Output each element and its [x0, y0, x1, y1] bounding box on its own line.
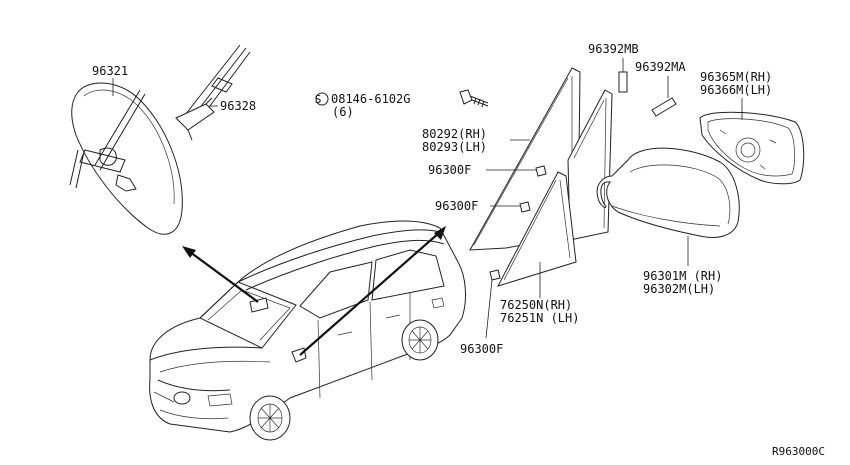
seal-b [618, 58, 628, 93]
inside-mirror [69, 82, 183, 235]
label-inside-mirror: 96321 [92, 64, 128, 78]
label-garnish-lh: 76251N (LH) [500, 311, 579, 325]
label-door-mirror-lh: 96302M(LH) [643, 282, 715, 296]
label-clip-1: 96300F [428, 163, 471, 177]
mirror-glass [699, 111, 805, 185]
clip-2 [490, 201, 531, 213]
label-bolt: 08146-6102G [331, 92, 410, 106]
label-clip-3: 96300F [460, 342, 503, 356]
label-seal-a: 96392MA [635, 60, 686, 74]
door-mirror [596, 147, 740, 238]
label-corner-cover-rh: 80292(RH) [422, 127, 487, 141]
label-clip-2: 96300F [435, 199, 478, 213]
label-door-mirror-rh: 96301M (RH) [643, 269, 722, 283]
vehicle-illustration [149, 220, 466, 441]
arrow-to-inside-mirror [182, 246, 259, 303]
bolt [315, 89, 489, 108]
label-mirror-cover: 96328 [220, 99, 256, 113]
label-glass-rh: 96365M(RH) [700, 70, 772, 84]
clip-1 [486, 165, 547, 177]
label-bolt-qty: (6) [332, 105, 354, 119]
seal-a [651, 76, 677, 117]
label-glass-lh: 96366M(LH) [700, 83, 772, 97]
garnish [496, 171, 577, 287]
label-bolt-symbol: S [315, 93, 322, 106]
label-garnish-rh: 76250N(RH) [500, 298, 572, 312]
mirror-cover [175, 44, 251, 141]
label-corner-cover-lh: 80293(LH) [422, 140, 487, 154]
label-seal-b: 96392MB [588, 42, 639, 56]
arrow-to-door-mirror [299, 226, 446, 356]
clip-3 [485, 269, 501, 339]
diagram-code: R963000C [772, 445, 825, 458]
